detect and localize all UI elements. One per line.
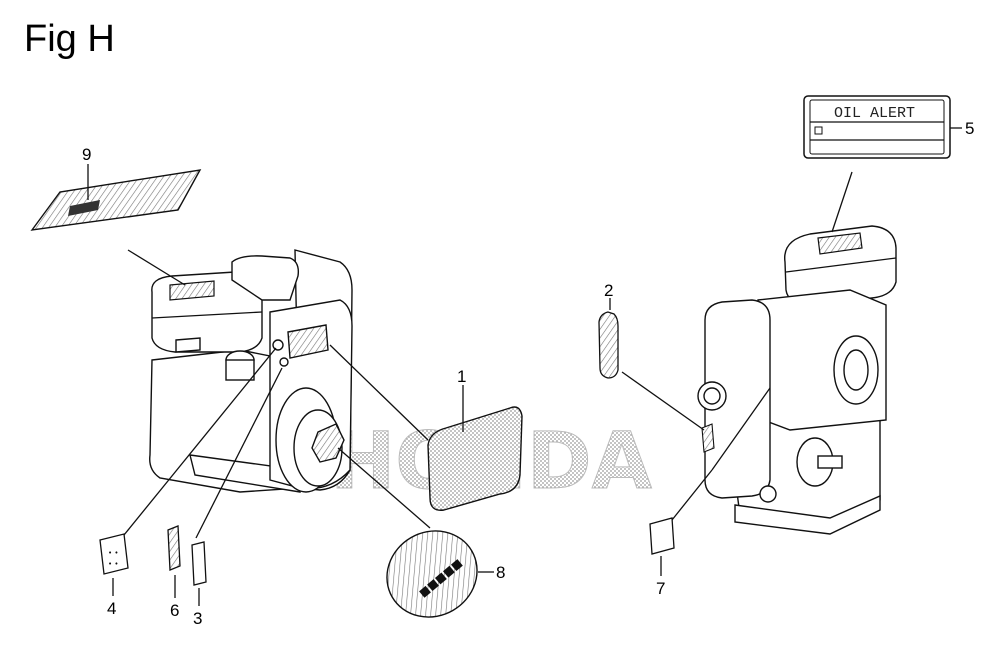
part-6-strip-label [167,525,181,598]
figure-title: Fig H [24,18,115,60]
part-3-strip-label [191,367,283,606]
callout-8: 8 [496,563,505,582]
callout-4: 4 [107,599,116,618]
callout-1: 1 [457,367,466,386]
part-5-oil-alert-label: OIL ALERT [803,95,962,233]
left-engine [149,249,353,493]
callout-7: 7 [656,579,665,598]
callout-9: 9 [82,145,91,164]
part-2-small-label [598,298,705,431]
part-7-small-label [649,387,771,576]
oil-alert-text: OIL ALERT [834,105,915,122]
callout-6: 6 [170,601,179,620]
callout-numbers: 1 2 3 4 5 6 7 8 9 [82,119,974,628]
right-engine [697,225,897,535]
part-4-small-label: • • • • [99,347,277,596]
part-1-decal [329,344,523,511]
part-8-emblem: ■■■■■ [337,447,494,618]
part-9-label-plate [30,164,202,286]
svg-text:• •: • • [108,549,118,557]
callout-2: 2 [604,281,613,300]
callout-3: 3 [193,609,202,628]
svg-text:• •: • • [108,560,118,568]
callout-5: 5 [965,119,974,138]
